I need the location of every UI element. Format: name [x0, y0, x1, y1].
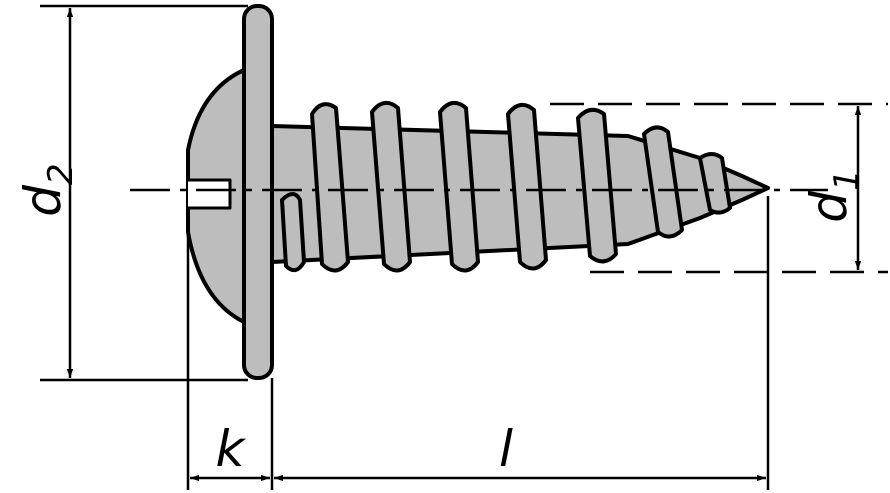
- label-d1-main: d: [800, 191, 858, 223]
- thread-crest: [698, 152, 732, 215]
- thread-crest: [576, 107, 618, 264]
- label-k: k: [216, 420, 247, 478]
- label-l: l: [499, 420, 513, 478]
- label-d2-main: d: [14, 185, 72, 217]
- extension-lines: [40, 4, 888, 490]
- dimension-lines: [66, 8, 862, 482]
- screw-part: [186, 4, 770, 380]
- thread-crest: [310, 102, 350, 273]
- thread-crest: [438, 100, 480, 273]
- thread-crest: [370, 100, 412, 273]
- screw-threads: [280, 100, 732, 273]
- label-d1: d1: [800, 169, 867, 222]
- label-d2: d2: [14, 163, 81, 216]
- label-d1-sub: 1: [827, 169, 867, 191]
- thread-crest: [280, 192, 306, 273]
- screw-slot: [188, 178, 232, 210]
- label-d2-sub: 2: [41, 163, 81, 185]
- thread-crest: [506, 102, 548, 271]
- screw-flange: [242, 4, 274, 380]
- thread-crest: [642, 125, 684, 239]
